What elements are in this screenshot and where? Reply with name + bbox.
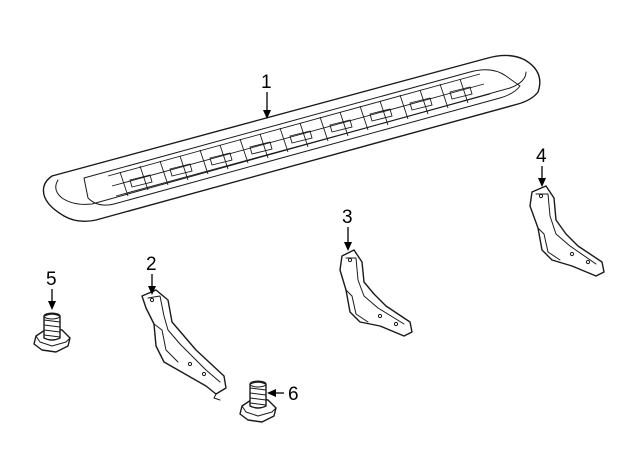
callout-6: 6 bbox=[267, 384, 299, 405]
middle-bracket bbox=[339, 249, 413, 337]
callout-2: 2 bbox=[146, 254, 157, 295]
running-board bbox=[42, 54, 541, 223]
callout-number-4: 4 bbox=[536, 146, 547, 167]
rear-bracket bbox=[529, 185, 605, 277]
callout-4: 4 bbox=[536, 146, 547, 187]
callout-number-5: 5 bbox=[46, 269, 57, 290]
callout-3: 3 bbox=[342, 207, 353, 251]
bolt-6 bbox=[239, 380, 277, 423]
callout-1: 1 bbox=[261, 72, 272, 119]
tread-pattern bbox=[107, 73, 491, 197]
front-bracket bbox=[141, 289, 227, 401]
callout-number-6: 6 bbox=[288, 384, 299, 405]
callout-number-2: 2 bbox=[146, 254, 157, 275]
callout-5: 5 bbox=[46, 269, 57, 310]
callout-number-1: 1 bbox=[261, 72, 272, 93]
bolt-5 bbox=[33, 312, 71, 353]
callout-number-3: 3 bbox=[342, 207, 353, 228]
